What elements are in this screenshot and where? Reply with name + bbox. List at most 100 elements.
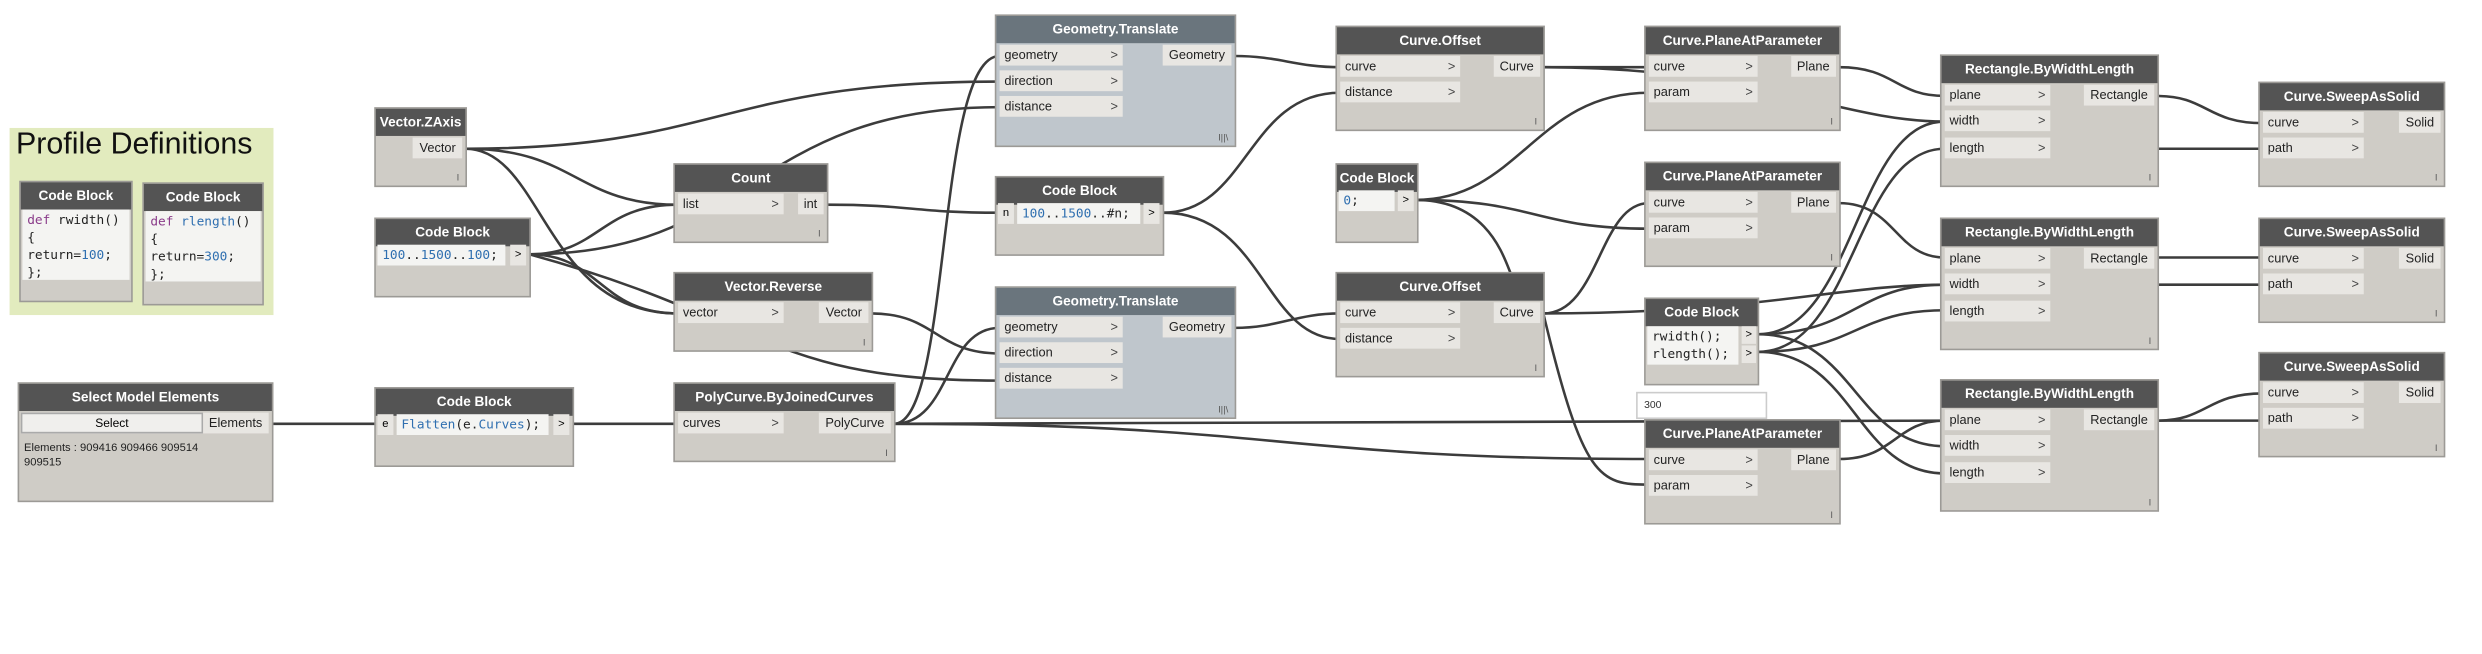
plane-input-port[interactable]: plane> bbox=[1944, 409, 2051, 431]
curve-input-port[interactable]: curve> bbox=[2263, 382, 2364, 404]
solid-output-port[interactable]: Solid bbox=[2399, 111, 2441, 133]
plane-output-port[interactable]: Plane bbox=[1790, 55, 1836, 77]
param-input-port[interactable]: param> bbox=[1648, 474, 1758, 496]
wire bbox=[529, 203, 679, 256]
curve-output-port[interactable]: Curve bbox=[1493, 302, 1541, 324]
curve-input-port[interactable]: curve> bbox=[1648, 191, 1758, 213]
code-editor[interactable]: 0; bbox=[1338, 190, 1395, 212]
curve-input-port[interactable]: curve> bbox=[1648, 449, 1758, 471]
solid-output-port[interactable]: Solid bbox=[2399, 247, 2441, 269]
zero-output-port[interactable]: > bbox=[1397, 190, 1414, 212]
plane-at-parameter-node-1[interactable]: Curve.PlaneAtParameter curve> param> Pla… bbox=[1645, 27, 1840, 130]
curve-offset-node-1[interactable]: Curve.Offset curve> distance> Curve l bbox=[1337, 27, 1544, 130]
curves-input-port[interactable]: curves> bbox=[678, 412, 784, 434]
code-editor[interactable]: 100..1500..100; bbox=[377, 244, 506, 266]
param-input-port[interactable]: param> bbox=[1648, 217, 1758, 239]
code-block-functions-node[interactable]: Code Block rwidth(); rlength(); > > bbox=[1645, 299, 1758, 384]
vector-output-port[interactable]: Vector bbox=[819, 302, 869, 324]
distance-input-port[interactable]: distance> bbox=[1340, 81, 1461, 103]
n-output-port[interactable]: > bbox=[1143, 203, 1160, 224]
code-editor[interactable]: rwidth(); rlength(); bbox=[1647, 326, 1739, 365]
sweep-as-solid-node-1[interactable]: Curve.SweepAsSolid curve> path> Solid l bbox=[2259, 83, 2444, 186]
wire bbox=[1415, 198, 1513, 276]
curve-input-port[interactable]: curve> bbox=[2263, 247, 2364, 269]
curve-output-port[interactable]: Curve bbox=[1493, 55, 1541, 77]
rectangle-by-width-length-node-3[interactable]: Rectangle.ByWidthLength plane> width> le… bbox=[1941, 380, 2158, 511]
elements-output-port[interactable]: Elements bbox=[202, 412, 269, 434]
code-block-rlength-node[interactable]: Code Block def rlength() { return=300; }… bbox=[143, 183, 263, 304]
geometry-translate-node-2[interactable]: Geometry.Translate geometry> direction> … bbox=[996, 287, 1235, 418]
length-input-port[interactable]: length> bbox=[1944, 300, 2051, 322]
code-block-range-node[interactable]: Code Block 100..1500..100; > bbox=[375, 219, 530, 296]
code-block-rwidth-node[interactable]: Code Block def rwidth() { return=100; }; bbox=[20, 182, 132, 301]
plane-output-port[interactable]: Plane bbox=[1790, 449, 1836, 471]
vector-input-port[interactable]: vector> bbox=[678, 302, 784, 324]
path-input-port[interactable]: path> bbox=[2263, 407, 2364, 429]
code-block-n-node[interactable]: Code Block n 100..1500..#n; > bbox=[996, 177, 1163, 255]
distance-input-port[interactable]: distance> bbox=[1340, 327, 1461, 349]
geometry-translate-node-1[interactable]: Geometry.Translate geometry> direction> … bbox=[996, 15, 1235, 146]
e-input-port[interactable]: e bbox=[377, 414, 394, 436]
length-input-port[interactable]: length> bbox=[1944, 137, 2051, 159]
length-input-port[interactable]: length> bbox=[1944, 462, 2051, 483]
plane-at-parameter-node-3[interactable]: Curve.PlaneAtParameter curve> param> Pla… bbox=[1645, 420, 1840, 523]
distance-input-port[interactable]: distance> bbox=[999, 367, 1123, 389]
node-title: Curve.Offset bbox=[1337, 273, 1544, 301]
vector-zaxis-node[interactable]: Vector.ZAxis Vector l bbox=[375, 108, 466, 186]
n-input-port[interactable]: n bbox=[997, 203, 1014, 224]
solid-output-port[interactable]: Solid bbox=[2399, 382, 2441, 404]
flatten-output-port[interactable]: > bbox=[553, 414, 570, 436]
direction-input-port[interactable]: direction> bbox=[999, 342, 1123, 364]
direction-input-port[interactable]: direction> bbox=[999, 70, 1123, 92]
curve-input-port[interactable]: curve> bbox=[1340, 302, 1461, 324]
code-block-flatten-node[interactable]: Code Block e Flatten(e.Curves); > bbox=[375, 388, 573, 466]
rlength-output-port[interactable]: > bbox=[1741, 345, 1757, 364]
plane-input-port[interactable]: plane> bbox=[1944, 84, 2051, 106]
count-node[interactable]: Count list> int l bbox=[674, 164, 827, 242]
range-output-port[interactable]: > bbox=[510, 244, 527, 266]
node-title: Rectangle.ByWidthLength bbox=[1941, 219, 2158, 247]
path-input-port[interactable]: path> bbox=[2263, 273, 2364, 295]
vector-output-port[interactable]: Vector bbox=[413, 137, 463, 159]
geometry-output-port[interactable]: Geometry bbox=[1162, 316, 1232, 338]
int-output-port[interactable]: int bbox=[797, 193, 824, 215]
plane-at-parameter-node-2[interactable]: Curve.PlaneAtParameter curve> param> Pla… bbox=[1645, 163, 1840, 266]
code-editor[interactable]: 100..1500..#n; bbox=[1017, 203, 1141, 224]
vector-reverse-node[interactable]: Vector.Reverse vector> Vector l bbox=[674, 273, 872, 351]
rwidth-output-port[interactable]: > bbox=[1741, 326, 1757, 344]
width-input-port[interactable]: width> bbox=[1944, 273, 2051, 295]
sweep-as-solid-node-3[interactable]: Curve.SweepAsSolid curve> path> Solid l bbox=[2259, 353, 2444, 456]
geometry-input-port[interactable]: geometry> bbox=[999, 44, 1123, 66]
wire bbox=[2157, 94, 2264, 125]
rectangle-by-width-length-node-1[interactable]: Rectangle.ByWidthLength plane> width> le… bbox=[1941, 55, 2158, 186]
rectangle-output-port[interactable]: Rectangle bbox=[2083, 409, 2155, 431]
plane-output-port[interactable]: Plane bbox=[1790, 191, 1836, 213]
select-button[interactable]: Select bbox=[20, 412, 204, 434]
select-model-elements-node[interactable]: Select Model Elements Select Elements El… bbox=[19, 383, 272, 501]
curve-input-port[interactable]: curve> bbox=[2263, 111, 2364, 133]
path-input-port[interactable]: path> bbox=[2263, 137, 2364, 159]
code-editor[interactable]: def rlength() { return=300; }; bbox=[145, 211, 261, 282]
code-editor[interactable]: def rwidth() { return=100; }; bbox=[22, 209, 130, 280]
width-input-port[interactable]: width> bbox=[1944, 435, 2051, 456]
plane-input-port[interactable]: plane> bbox=[1944, 247, 2051, 269]
code-editor[interactable]: Flatten(e.Curves); bbox=[396, 414, 549, 436]
curve-input-port[interactable]: curve> bbox=[1340, 55, 1461, 77]
rectangle-by-width-length-node-2[interactable]: Rectangle.ByWidthLength plane> width> le… bbox=[1941, 219, 2158, 349]
code-block-zero-node[interactable]: Code Block 0; > bbox=[1337, 164, 1417, 242]
wire bbox=[826, 203, 1000, 214]
distance-input-port[interactable]: distance> bbox=[999, 95, 1123, 117]
rectangle-output-port[interactable]: Rectangle bbox=[2083, 84, 2155, 106]
width-input-port[interactable]: width> bbox=[1944, 110, 2051, 132]
polycurve-output-port[interactable]: PolyCurve bbox=[818, 412, 891, 434]
param-input-port[interactable]: param> bbox=[1648, 81, 1758, 103]
geometry-output-port[interactable]: Geometry bbox=[1162, 44, 1232, 66]
list-input-port[interactable]: list> bbox=[678, 193, 784, 215]
curve-input-port[interactable]: curve> bbox=[1648, 55, 1758, 77]
rectangle-output-port[interactable]: Rectangle bbox=[2083, 247, 2155, 269]
geometry-input-port[interactable]: geometry> bbox=[999, 316, 1123, 338]
polycurve-by-joined-curves-node[interactable]: PolyCurve.ByJoinedCurves curves> PolyCur… bbox=[674, 383, 895, 461]
sweep-as-solid-node-2[interactable]: Curve.SweepAsSolid curve> path> Solid l bbox=[2259, 219, 2444, 322]
curve-offset-node-2[interactable]: Curve.Offset curve> distance> Curve l bbox=[1337, 273, 1544, 376]
